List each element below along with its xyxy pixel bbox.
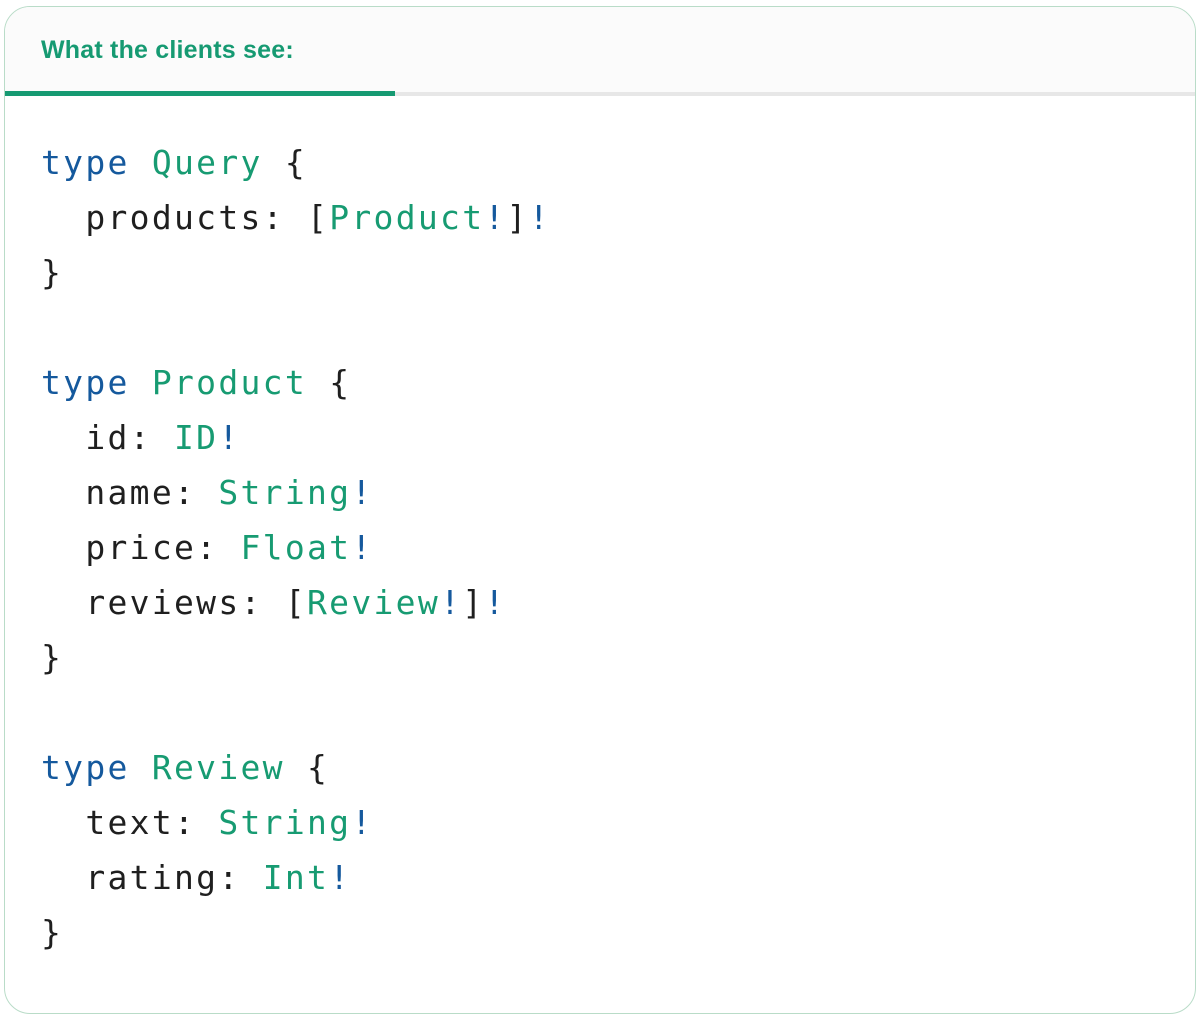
code-token: type: [41, 748, 130, 787]
code-token: !: [484, 198, 507, 237]
code-token: products: [: [41, 198, 330, 237]
code-token: }: [41, 913, 64, 952]
code-token: [130, 143, 152, 182]
code-token: type: [41, 363, 130, 402]
code-line: reviews: [Review!]!: [41, 575, 1159, 630]
code-line: type Product {: [41, 355, 1159, 410]
code-line: name: String!: [41, 465, 1159, 520]
code-token: String: [218, 803, 352, 842]
code-token: Product: [151, 363, 308, 402]
code-token: [130, 363, 152, 402]
code-token: type: [41, 143, 130, 182]
code-panel: What the clients see: type Query { produ…: [4, 6, 1196, 1014]
code-token: text:: [41, 803, 219, 842]
code-line: }: [41, 245, 1159, 300]
code-token: [130, 748, 152, 787]
code-block: type Query { products: [Product!]!} type…: [5, 96, 1195, 1000]
code-token: !: [528, 198, 551, 237]
code-line: [41, 685, 1159, 740]
code-token: Float: [240, 528, 352, 567]
active-tab-indicator: [5, 91, 395, 96]
code-token: Review: [151, 748, 285, 787]
code-line: }: [41, 905, 1159, 960]
code-token: }: [41, 253, 64, 292]
code-token: Review: [307, 583, 441, 622]
code-line: text: String!: [41, 795, 1159, 850]
code-token: rating:: [41, 858, 263, 897]
code-token: ]: [506, 198, 529, 237]
code-line: type Query {: [41, 135, 1159, 190]
code-line: type Review {: [41, 740, 1159, 795]
code-token: reviews: [: [41, 583, 308, 622]
code-line: rating: Int!: [41, 850, 1159, 905]
code-token: Query: [151, 143, 263, 182]
code-token: !: [329, 858, 352, 897]
code-token: !: [351, 803, 374, 842]
code-token: Int: [262, 858, 330, 897]
code-token: String: [218, 473, 352, 512]
code-token: {: [262, 143, 308, 182]
code-line: price: Float!: [41, 520, 1159, 575]
code-token: name:: [41, 473, 219, 512]
code-token: !: [218, 418, 241, 457]
code-token: !: [440, 583, 463, 622]
code-line: }: [41, 630, 1159, 685]
code-token: {: [307, 363, 352, 402]
code-token: price:: [41, 528, 241, 567]
code-token: !: [484, 583, 507, 622]
tab-what-clients-see[interactable]: What the clients see:: [41, 36, 294, 64]
code-token: !: [351, 473, 374, 512]
code-token: ]: [462, 583, 485, 622]
code-line: id: ID!: [41, 410, 1159, 465]
code-token: id:: [41, 418, 175, 457]
code-token: ID: [174, 418, 219, 457]
code-token: !: [351, 528, 374, 567]
code-line: [41, 300, 1159, 355]
code-panel-header: What the clients see:: [5, 7, 1195, 96]
code-token: }: [41, 638, 64, 677]
code-token: Product: [329, 198, 485, 237]
code-token: {: [284, 748, 330, 787]
code-line: products: [Product!]!: [41, 190, 1159, 245]
